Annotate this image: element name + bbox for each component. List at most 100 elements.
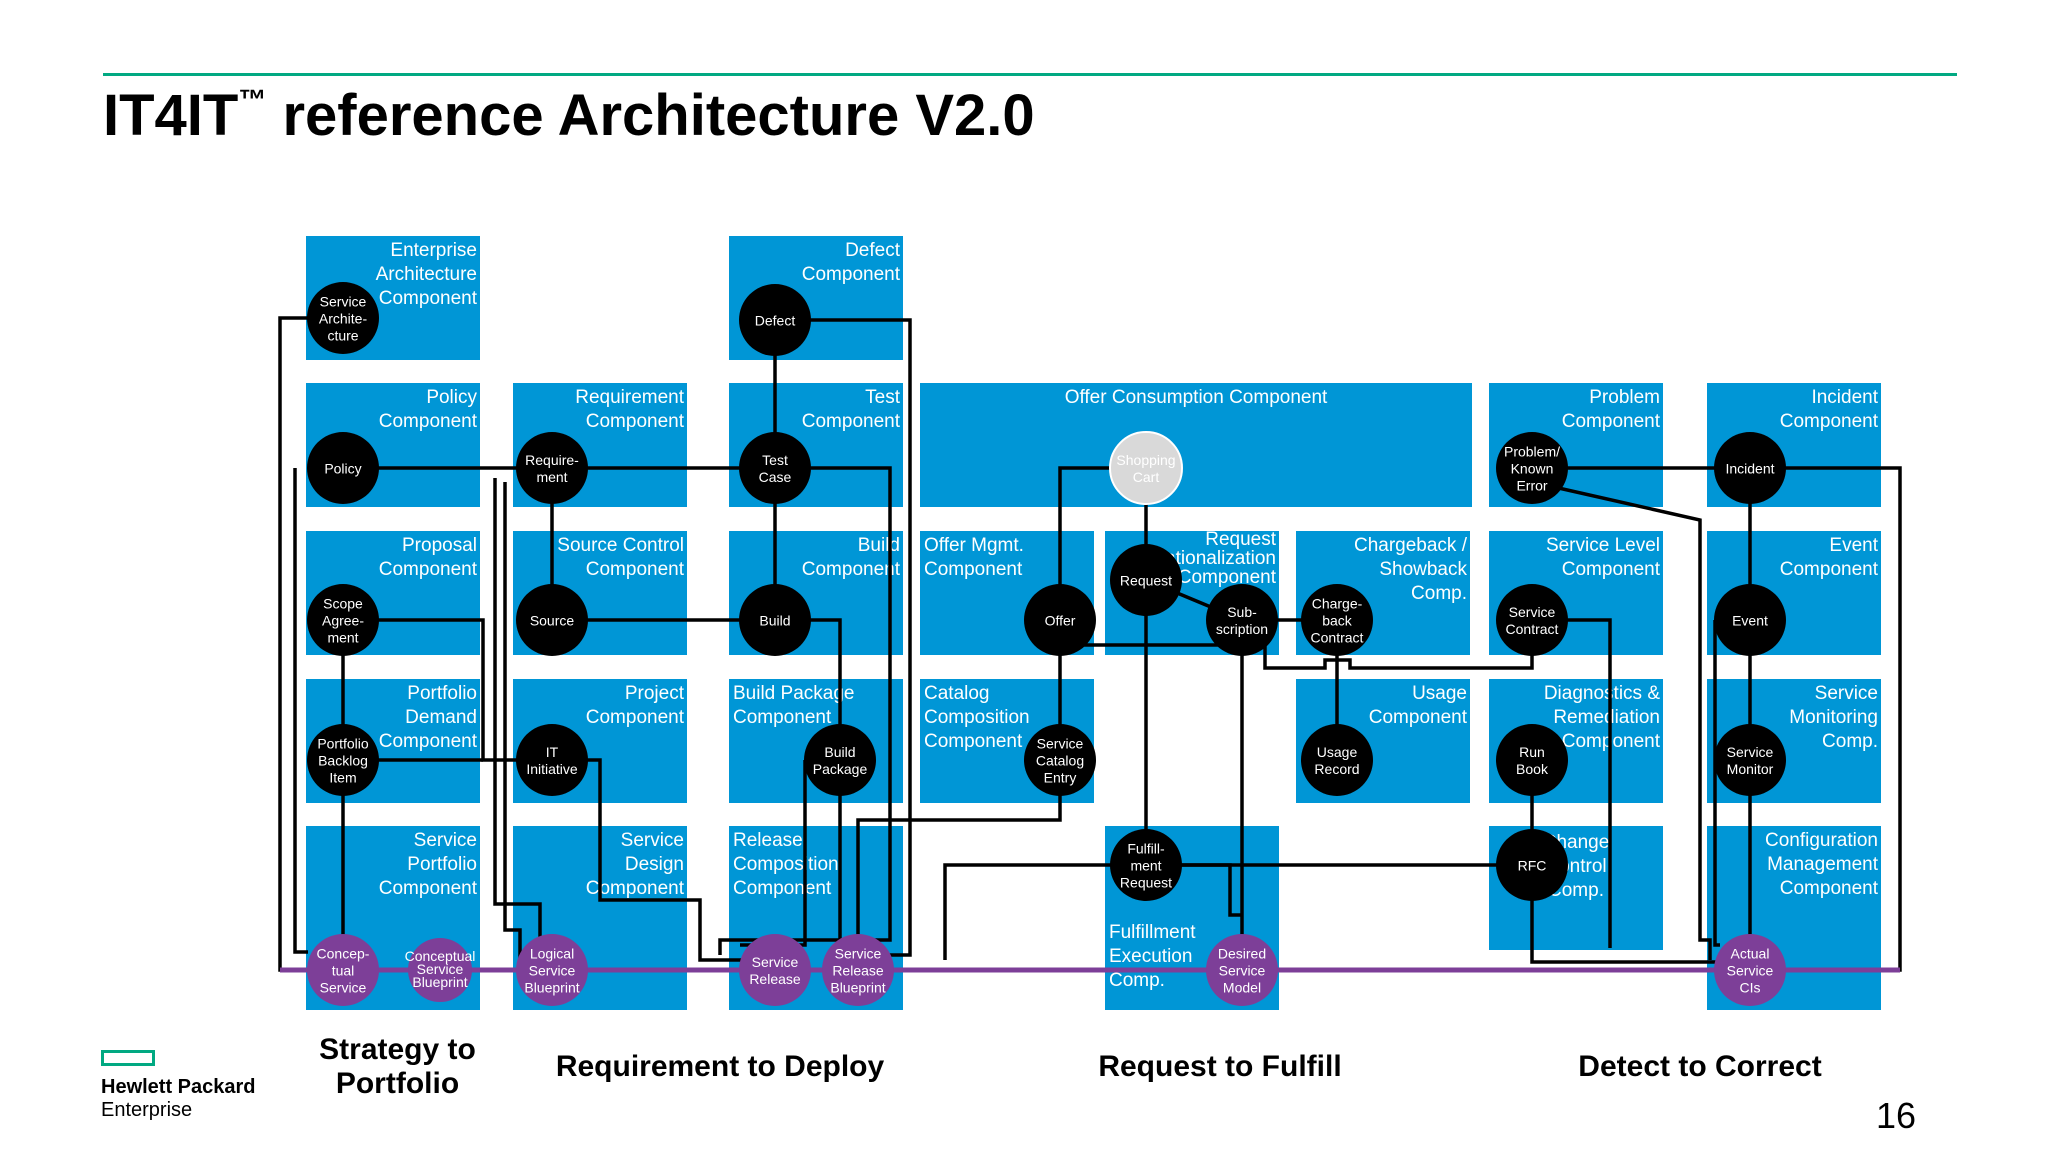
node-policy: Policy (307, 432, 379, 504)
connector-release-up (943, 863, 1146, 960)
node-label-incident: Incident (1725, 460, 1774, 476)
value-stream-detect-to-correct: Detect to Correct (1578, 1050, 1822, 1083)
top-rule (103, 73, 1957, 76)
node-offer: Offer (1024, 584, 1096, 656)
page-number: 16 (1876, 1095, 1917, 1136)
node-label-event: Event (1732, 612, 1768, 628)
hpe-logo-sub: Enterprise (101, 1099, 193, 1121)
node-requirement: Require-ment (516, 432, 588, 504)
value-stream-requirement-to-deploy: Requirement to Deploy (555, 1050, 885, 1083)
component-label-offer-mgmt: Offer Mgmt.Component (924, 535, 1024, 580)
node-label-defect: Defect (755, 312, 796, 328)
connector-requirement-down (503, 482, 522, 970)
title-main: IT4IT (103, 83, 239, 148)
hpe-logo-box (101, 1050, 155, 1066)
hpe-logo-name: Hewlett Packard (101, 1076, 256, 1098)
node-event: Event (1714, 584, 1786, 656)
node-incident: Incident (1714, 432, 1786, 504)
component-offer-consumption (920, 383, 1472, 507)
connector-build-package (810, 618, 842, 760)
trademark-mark: ™ (238, 84, 267, 115)
node-label-requirement: Require-ment (525, 452, 579, 485)
node-build: Build (739, 584, 811, 656)
connector-subscription-contract (1263, 620, 1534, 670)
node-defect: Defect (739, 284, 811, 356)
value-stream-request-to-fulfill: Request to Fulfill (1098, 1050, 1342, 1083)
node-label-rfc: RFC (1518, 857, 1547, 873)
connector-release-blueprint-up (856, 790, 1062, 950)
node-request: Request (1110, 544, 1182, 616)
component-label-offer-consumption: Offer Consumption Component (1065, 387, 1328, 408)
node-subscription: Sub-scription (1206, 584, 1278, 656)
connector-event-left (1713, 620, 1720, 947)
connector-testcase-right (718, 466, 892, 955)
connector-policy-down (293, 468, 308, 954)
value-stream-strategy-to-portfolio: Strategy to Portfolio (319, 1033, 476, 1100)
node-label-build: Build (759, 612, 790, 628)
node-source: Source (516, 584, 588, 656)
hpe-logo: Hewlett Packard Enterprise (101, 1050, 256, 1121)
node-label-offer: Offer (1045, 612, 1076, 628)
connector-problem-right (1531, 480, 1712, 960)
page-title: IT4IT™ reference Architecture V2.0 (103, 82, 1035, 149)
node-label-subscription: Sub-scription (1216, 604, 1268, 637)
connector-it-initiative-down (587, 758, 757, 962)
node-label-source: Source (530, 612, 575, 628)
node-label-policy: Policy (324, 460, 361, 476)
title-rest: reference Architecture V2.0 (266, 83, 1035, 148)
